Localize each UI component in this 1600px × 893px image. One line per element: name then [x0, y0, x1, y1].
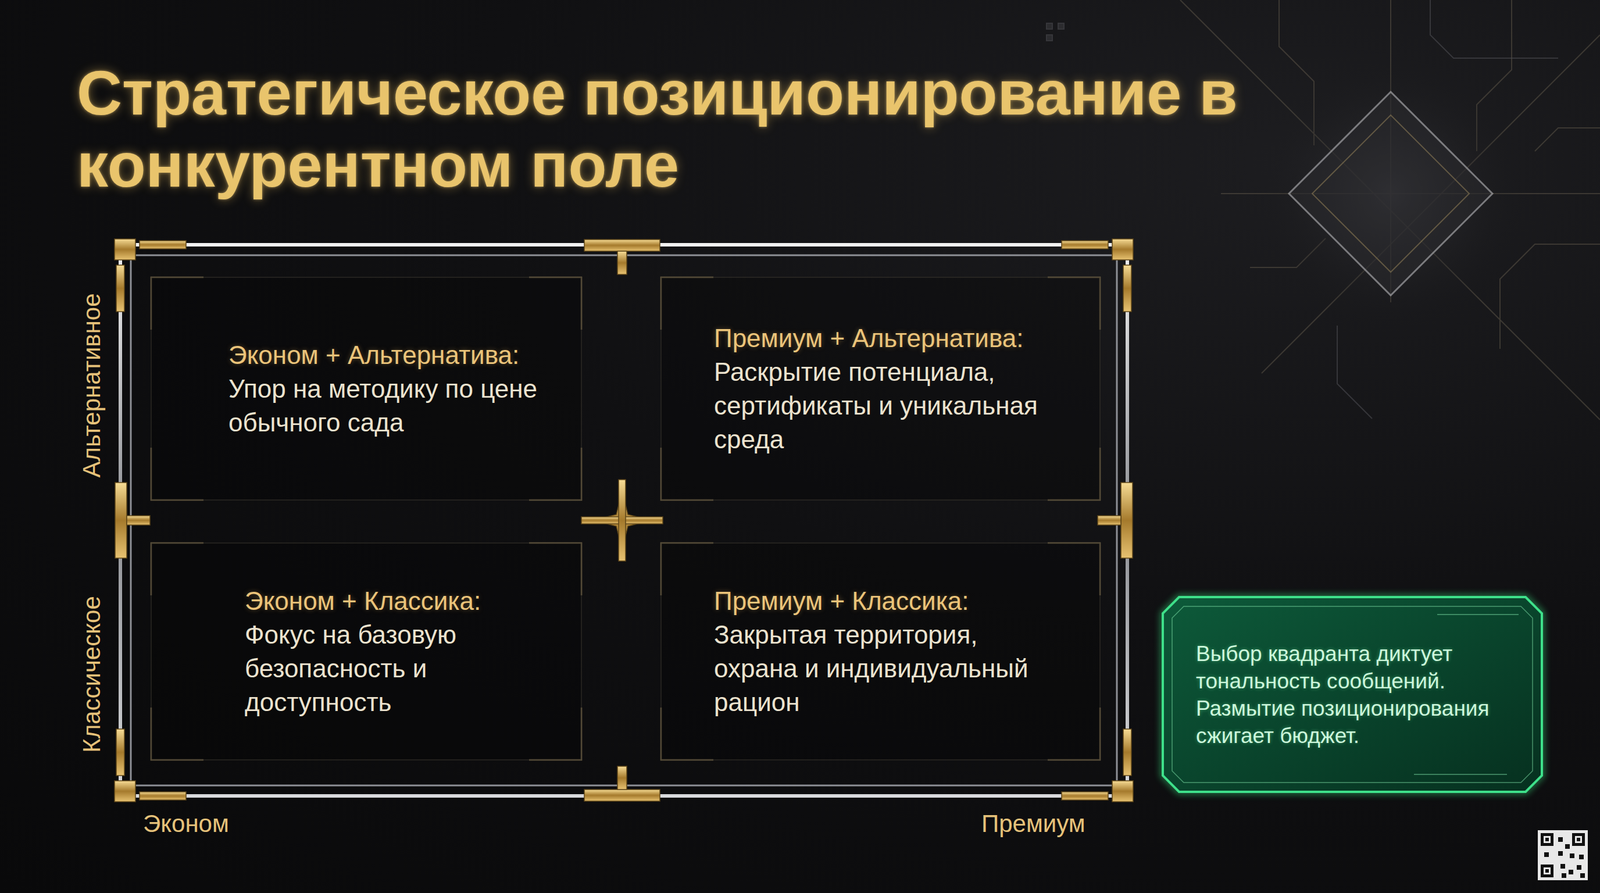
text-group: Премиум + Классика:Закрытая территория, … — [713, 584, 1063, 720]
quadrant-body: Закрытая территория, охрана и индивидуал… — [713, 618, 1063, 720]
axis-label: Премиум — [981, 809, 1086, 839]
slide-title: Стратегическое позиционирование в конкур… — [76, 56, 1414, 202]
axis-label: Эконом — [143, 809, 230, 839]
callout-frame — [1162, 597, 1542, 792]
text-group: Премиум + Альтернатива:Раскрытие потенци… — [713, 321, 1063, 457]
decor-diamond — [1288, 91, 1493, 296]
text-group: Эконом + Альтернатива:Упор на методику п… — [228, 338, 555, 440]
quadrant-body: Раскрытие потенциала, сертификаты и уник… — [713, 355, 1063, 457]
quadrant-body: Упор на методику по цене обычного сада — [228, 372, 555, 440]
quadrant-heading: Эконом + Альтернатива: — [228, 338, 555, 373]
panel-brackets — [661, 543, 1100, 760]
quadrant-cell: Эконом + Альтернатива:Упор на методику п… — [151, 277, 582, 500]
callout-text: Выбор квадранта диктует тональность сооб… — [1195, 640, 1522, 750]
quadrant-heading: Премиум + Альтернатива: — [713, 321, 1063, 356]
grid-frame — [114, 238, 1134, 802]
panel-brackets — [661, 277, 1100, 500]
quadrant-heading: Эконом + Классика: — [244, 584, 548, 619]
axis-label: Классическое — [77, 595, 107, 753]
quadrant-cell: Эконом + Классика:Фокус на базовую безоп… — [151, 543, 582, 760]
text-group: Эконом + Классика:Фокус на базовую безоп… — [244, 584, 548, 720]
quadrant-cell: Премиум + Классика:Закрытая территория, … — [661, 543, 1100, 760]
quadrant-cell: Премиум + Альтернатива:Раскрытие потенци… — [661, 277, 1100, 500]
note-callout: Выбор квадранта диктует тональность сооб… — [1162, 597, 1542, 792]
text-group: Выбор квадранта диктует тональность сооб… — [1195, 640, 1522, 750]
panel-brackets — [151, 543, 582, 760]
quadrant-body: Фокус на базовую безопасность и доступно… — [244, 618, 548, 720]
axis-label: Альтернативное — [77, 293, 107, 478]
qr-code — [1537, 830, 1588, 881]
quadrant-heading: Премиум + Классика: — [713, 584, 1063, 619]
circuit-lines — [1180, 0, 1600, 420]
